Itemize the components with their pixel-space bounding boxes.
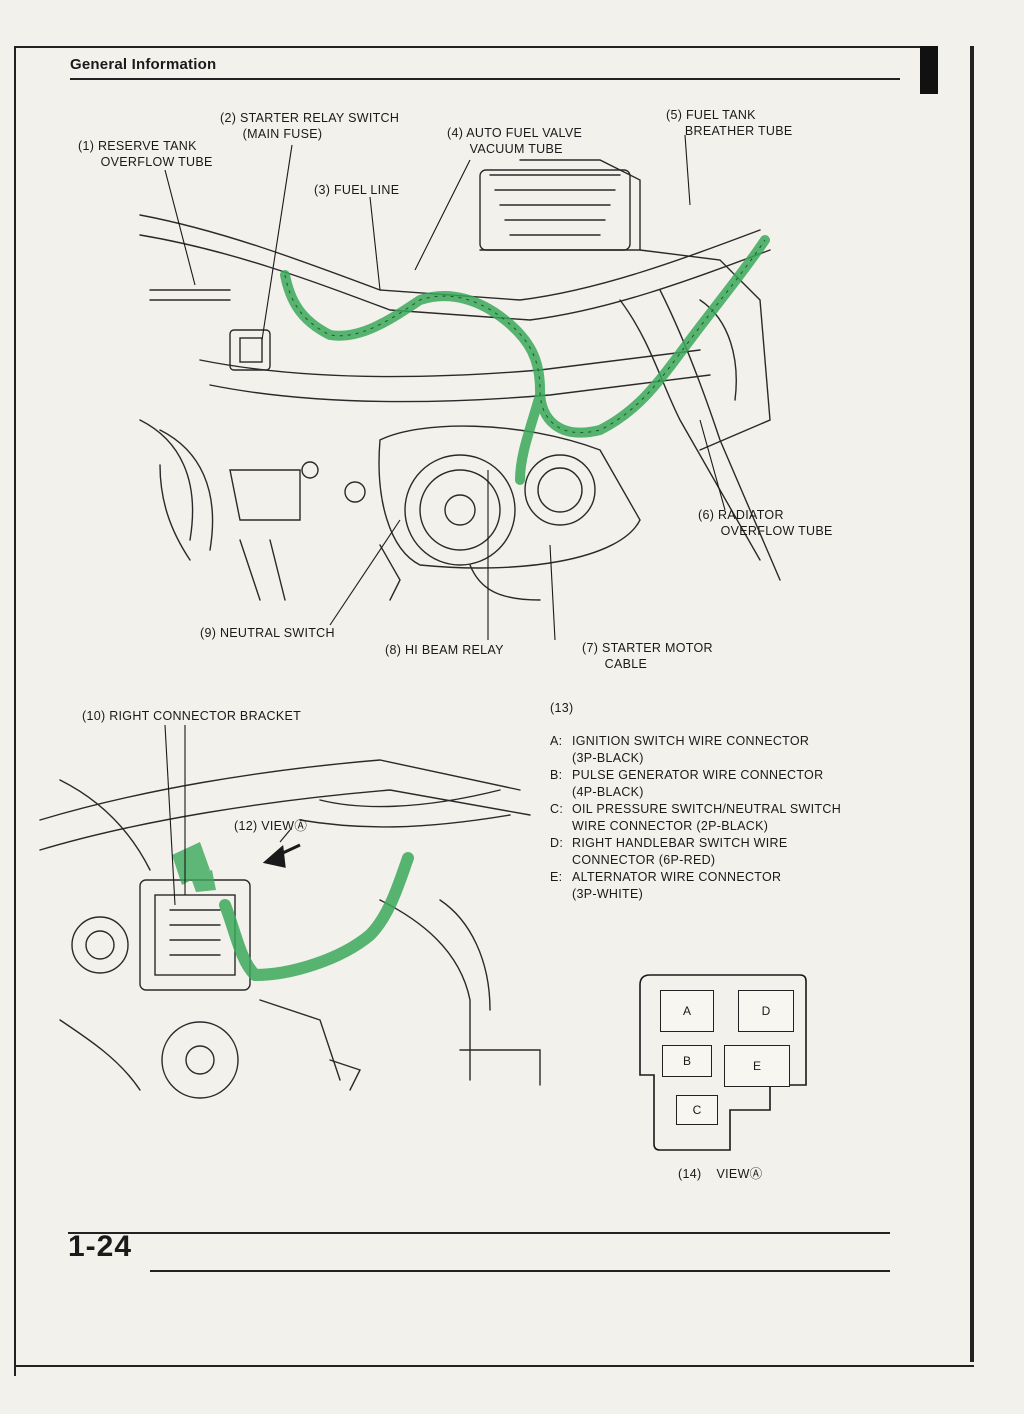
footer-rule bbox=[68, 1232, 890, 1234]
connector-a: A bbox=[660, 990, 714, 1032]
callout-fuel-tank-breather: (5) FUEL TANK BREATHER TUBE bbox=[666, 108, 793, 138]
legend-text: PULSE GENERATOR WIRE CONNECTOR (4P-BLACK… bbox=[572, 768, 824, 799]
connector-legend: (13) A: IGNITION SWITCH WIRE CONNECTOR (… bbox=[550, 700, 841, 903]
page-border-left bbox=[14, 46, 16, 1376]
legend-text: RIGHT HANDLEBAR SWITCH WIRE CONNECTOR (6… bbox=[572, 836, 788, 867]
connector-e: E bbox=[724, 1045, 790, 1087]
callout-starter-motor-cable: (7) STARTER MOTOR CABLE bbox=[582, 641, 713, 671]
legend-id: (13) bbox=[550, 701, 574, 715]
legend-entry: A: IGNITION SWITCH WIRE CONNECTOR (3P-BL… bbox=[550, 733, 841, 767]
page-border-bottom bbox=[16, 1365, 974, 1367]
callout-radiator-overflow: (6) RADIATOR OVERFLOW TUBE bbox=[698, 508, 833, 538]
callout-fuel-line: (3) FUEL LINE bbox=[314, 183, 400, 197]
page-border-right bbox=[970, 46, 974, 1362]
footer-rule-secondary bbox=[150, 1270, 890, 1272]
legend-text: OIL PRESSURE SWITCH/NEUTRAL SWITCH WIRE … bbox=[572, 802, 842, 833]
callout-auto-fuel-valve: (4) AUTO FUEL VALVE VACUUM TUBE bbox=[447, 126, 583, 156]
header-rule bbox=[70, 78, 900, 80]
section-title: General Information bbox=[70, 56, 217, 73]
callout-neutral-switch: (9) NEUTRAL SWITCH bbox=[200, 626, 335, 640]
legend-key: D: bbox=[550, 836, 564, 850]
callout-view-a-connector: (14) VIEWⒶ bbox=[678, 1167, 763, 1181]
legend-entry: C: OIL PRESSURE SWITCH/NEUTRAL SWITCH WI… bbox=[550, 801, 841, 835]
callout-right-connector-bracket: (10) RIGHT CONNECTOR BRACKET bbox=[82, 709, 302, 723]
connector-c: C bbox=[676, 1095, 718, 1125]
legend-key: C: bbox=[550, 802, 564, 816]
legend-text: ALTERNATOR WIRE CONNECTOR (3P-WHITE) bbox=[572, 870, 782, 901]
page-number: 1-24 bbox=[68, 1230, 133, 1263]
callout-view-a: (12) VIEWⒶ bbox=[234, 819, 308, 833]
page-corner-mark bbox=[920, 46, 938, 94]
legend-entry: D: RIGHT HANDLEBAR SWITCH WIRE CONNECTOR… bbox=[550, 835, 841, 869]
connector-b: B bbox=[662, 1045, 712, 1077]
legend-entry: B: PULSE GENERATOR WIRE CONNECTOR (4P-BL… bbox=[550, 767, 841, 801]
legend-key: B: bbox=[550, 768, 563, 782]
page-border-top bbox=[14, 46, 924, 48]
callout-hi-beam-relay: (8) HI BEAM RELAY bbox=[385, 643, 504, 657]
legend-key: A: bbox=[550, 734, 563, 748]
legend-key: E: bbox=[550, 870, 563, 884]
legend-text: IGNITION SWITCH WIRE CONNECTOR (3P-BLACK… bbox=[572, 734, 810, 765]
callout-starter-relay: (2) STARTER RELAY SWITCH (MAIN FUSE) bbox=[220, 111, 400, 141]
legend-entry: E: ALTERNATOR WIRE CONNECTOR (3P-WHITE) bbox=[550, 869, 841, 903]
connector-d: D bbox=[738, 990, 794, 1032]
callout-reserve-tank: (1) RESERVE TANK OVERFLOW TUBE bbox=[78, 139, 213, 169]
